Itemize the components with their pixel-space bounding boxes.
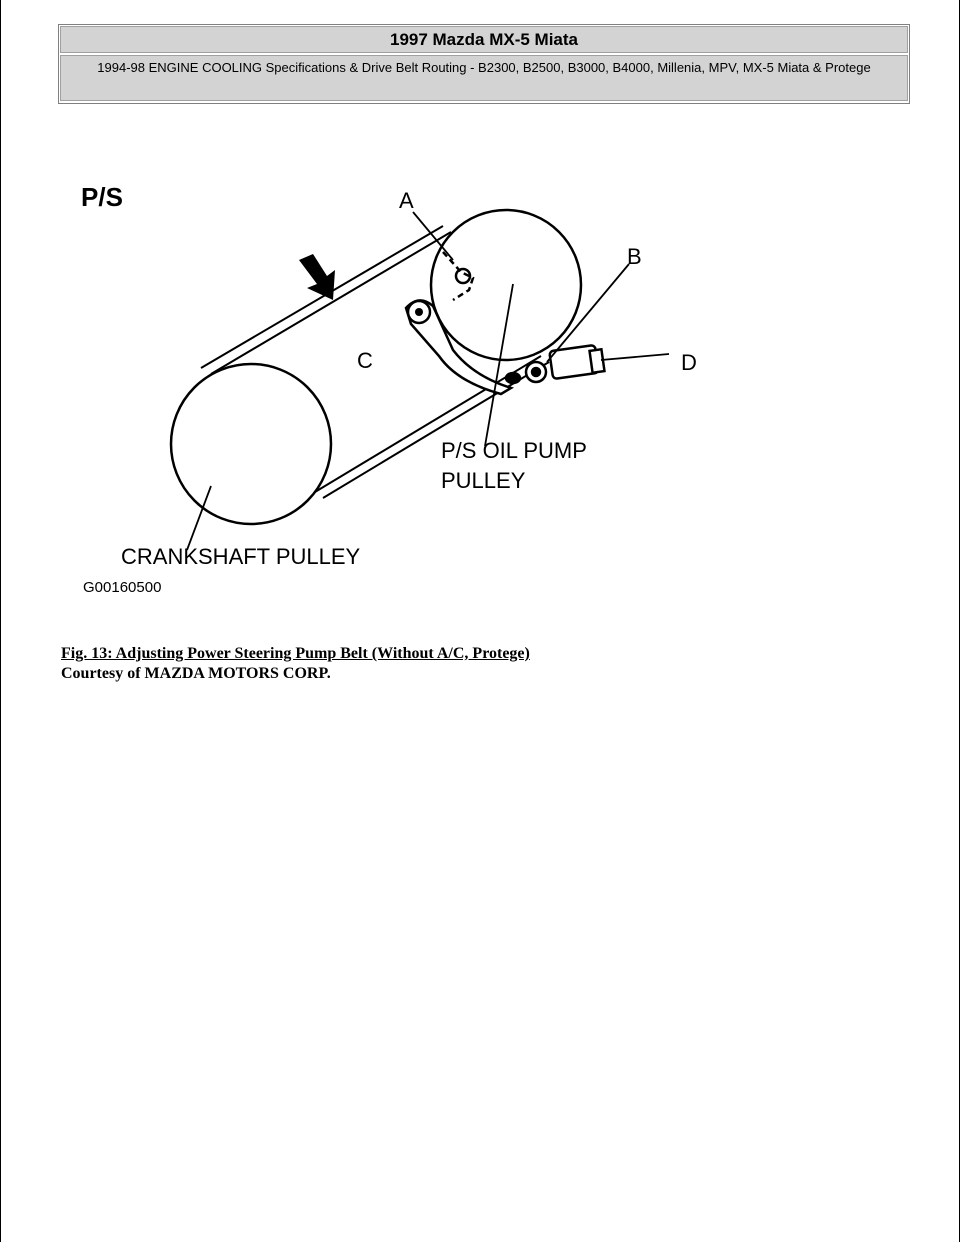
bolt-a — [442, 251, 475, 302]
ps-oil-pump-pulley — [429, 208, 583, 362]
label-a: A — [399, 188, 414, 213]
figure-caption: Fig. 13: Adjusting Power Steering Pump B… — [61, 644, 530, 684]
label-pump-line1: P/S OIL PUMP — [441, 438, 587, 463]
belt-direction-arrow-icon — [299, 254, 335, 300]
figure-code: G00160500 — [83, 579, 161, 596]
belt-diagram: P/S — [61, 160, 701, 610]
drive-belt — [200, 225, 550, 499]
caption-title[interactable]: Fig. 13: Adjusting Power Steering Pump B… — [61, 645, 530, 662]
caption-credit: Courtesy of MAZDA MOTORS CORP. — [61, 665, 331, 682]
label-d: D — [681, 350, 697, 375]
crankshaft-pulley — [169, 362, 333, 526]
label-b: B — [627, 244, 642, 269]
document-title: 1997 Mazda MX-5 Miata — [60, 26, 908, 53]
bolt-c — [406, 299, 432, 325]
label-pump-line2: PULLEY — [441, 468, 526, 493]
belt-diagram-svg: P/S — [81, 182, 697, 596]
document-header: 1997 Mazda MX-5 Miata 1994-98 ENGINE COO… — [58, 24, 910, 104]
label-c: C — [357, 348, 373, 373]
label-crankshaft: CRANKSHAFT PULLEY — [121, 544, 361, 569]
document-subtitle: 1994-98 ENGINE COOLING Specifications & … — [60, 55, 908, 101]
diagram-heading: P/S — [81, 182, 123, 212]
leader-lines — [186, 211, 670, 551]
adjusting-bolt-d — [504, 344, 606, 385]
